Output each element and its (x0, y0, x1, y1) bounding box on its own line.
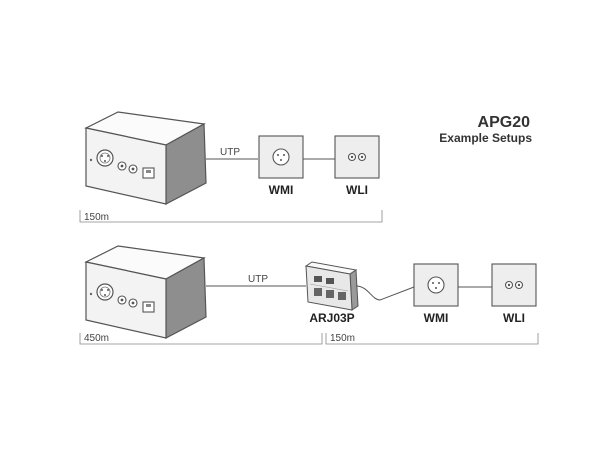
apg20-unit-1 (84, 111, 207, 205)
xlr-socket-ring (99, 152, 111, 164)
wli-label-1: WLI (346, 183, 368, 197)
rj45-port-icon (326, 290, 334, 298)
xlr-socket-icon (96, 149, 114, 167)
distance-bracket-1 (79, 210, 383, 223)
arj03p-label: ARJ03P (309, 311, 354, 325)
rj45-port-icon (338, 292, 346, 300)
wmi-label-2: WMI (424, 311, 449, 325)
distance-bracket-2a (79, 333, 323, 345)
xlr-socket-icon (427, 276, 445, 294)
rj45-port-icon (314, 288, 322, 296)
wli-panel-face (334, 135, 380, 179)
distance-label-2b: 150m (330, 333, 355, 344)
wli-label-2: WLI (503, 311, 525, 325)
junction-wmi-link-line (355, 285, 415, 301)
distance-label-1: 150m (84, 212, 109, 223)
utp-label-2: UTP (248, 274, 268, 285)
diagram-subtitle: Example Setups (439, 131, 532, 145)
setup-2: UTP ARJ03P WMI (79, 245, 539, 345)
utp-label-1: UTP (220, 147, 240, 158)
led-icon (89, 158, 93, 162)
terminal-block-icon (314, 276, 322, 282)
wli-panel-2 (491, 263, 537, 307)
xlr-socket-icon (272, 148, 290, 166)
xlr-socket-icon (96, 283, 114, 301)
wli-panel-1 (334, 135, 380, 179)
wli-panel-face (491, 263, 537, 307)
terminal-block-icon (326, 278, 334, 284)
distance-label-2a: 450m (84, 333, 109, 344)
arj03p-junction-box (304, 261, 359, 311)
led-icon (89, 292, 93, 296)
distance-bracket-2b (325, 333, 539, 345)
diagram-title: APG20 (478, 114, 531, 131)
setup-1: UTP WMI WLI 150m (79, 111, 383, 223)
wmi-panel-face (258, 135, 304, 179)
apg20-unit-2 (84, 245, 207, 339)
wmi-label-1: WMI (269, 183, 294, 197)
wmi-panel-1 (258, 135, 304, 179)
wmi-panel-2 (413, 263, 459, 307)
